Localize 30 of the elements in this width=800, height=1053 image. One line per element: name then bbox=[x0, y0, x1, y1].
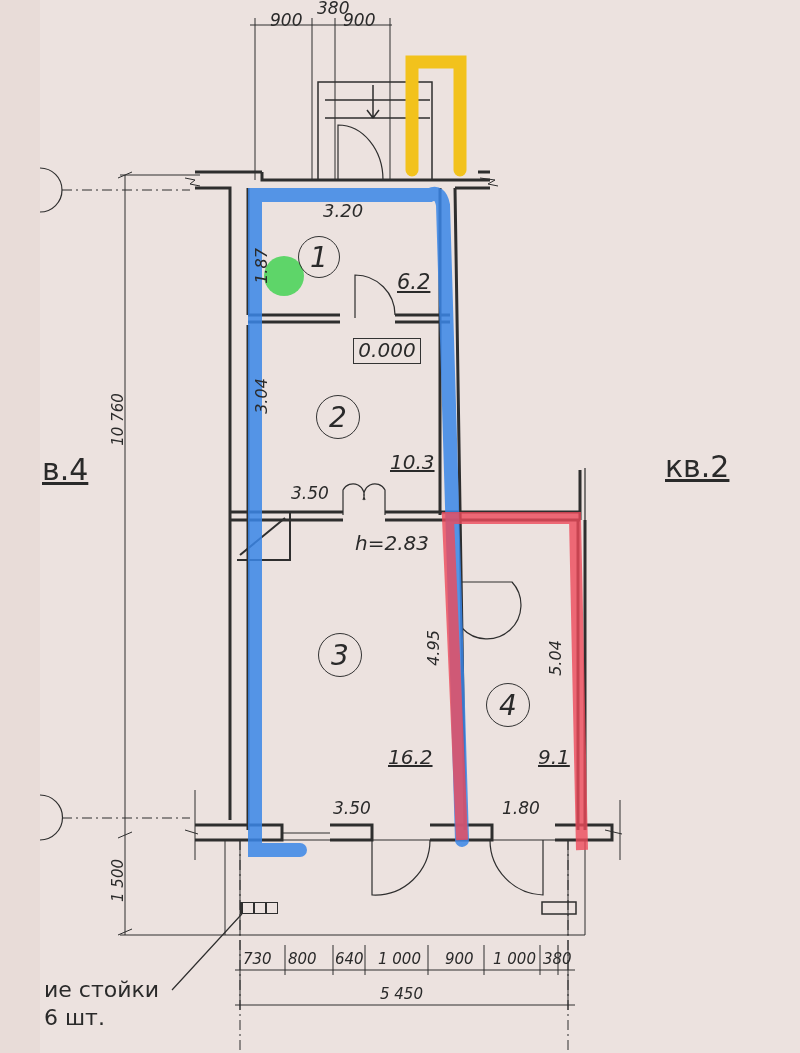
dimension-text: 900 bbox=[445, 952, 474, 967]
dimension-text: 3.04 bbox=[253, 378, 270, 414]
dimension-text: 4.95 bbox=[425, 630, 442, 666]
dimension-text: 5.04 bbox=[547, 640, 564, 676]
apartment-label: кв.2 bbox=[665, 452, 730, 482]
dimension-text: 5 450 bbox=[380, 987, 423, 1002]
dimension-text: 10 760 bbox=[110, 393, 126, 446]
area-value: 10.3 bbox=[390, 452, 435, 472]
level-mark: 0.000 bbox=[353, 338, 421, 364]
post-symbol-group bbox=[240, 902, 278, 914]
dimension-text: 380 bbox=[543, 952, 572, 967]
leader-line bbox=[171, 913, 243, 991]
area-value: 16.2 bbox=[388, 747, 433, 767]
dimension-text: 1.80 bbox=[502, 800, 540, 817]
dimension-text: 1 500 bbox=[111, 859, 126, 902]
dimension-text: 1 000 bbox=[378, 952, 421, 967]
ceiling-height-label: h=2.83 bbox=[355, 533, 429, 553]
dimension-text: 1 000 bbox=[493, 952, 536, 967]
dimension-text: 640 bbox=[335, 952, 364, 967]
apartment-label: в.4 bbox=[42, 455, 89, 485]
dimension-text: 3.50 bbox=[291, 485, 329, 502]
dimension-text: 900 bbox=[270, 12, 303, 29]
dimension-text: 730 bbox=[243, 952, 272, 967]
dimension-text: 3.50 bbox=[333, 800, 371, 817]
area-value: 9.1 bbox=[538, 747, 570, 767]
callout-text: ие стойки 6 шт. bbox=[44, 976, 172, 1036]
dimension-text: 3.20 bbox=[323, 202, 364, 220]
area-value: 6.2 bbox=[397, 272, 431, 293]
dimension-text: 800 bbox=[288, 952, 317, 967]
dimension-text: 1.87 bbox=[253, 248, 270, 284]
